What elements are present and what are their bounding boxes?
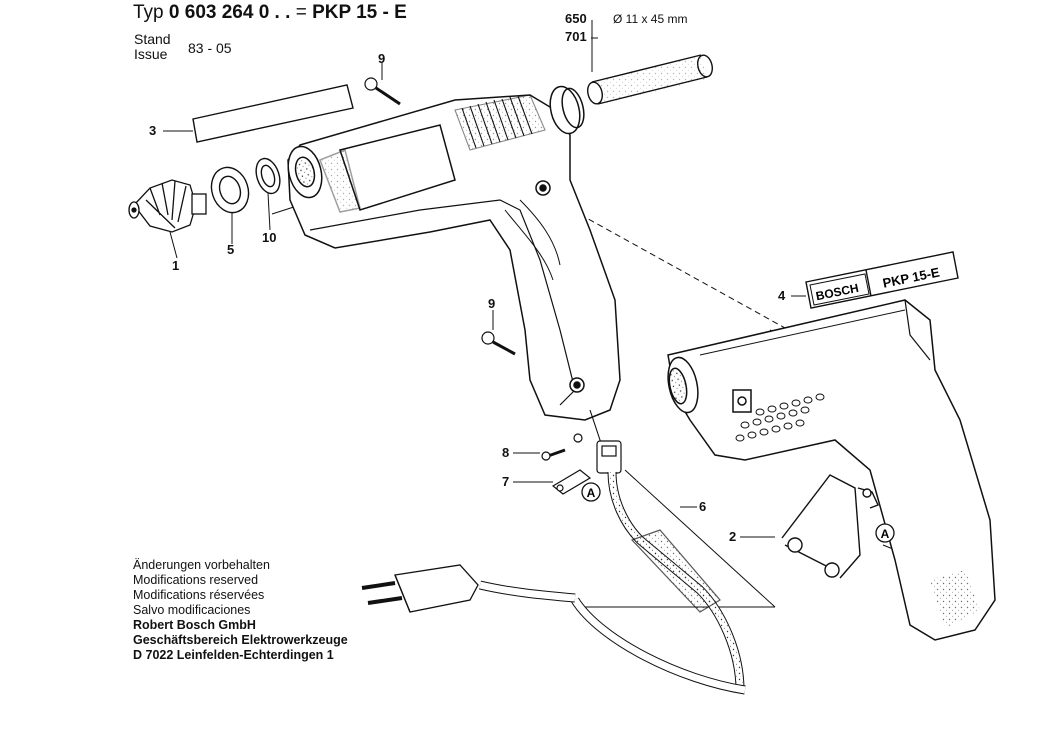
power-cord <box>478 471 746 695</box>
equals-sign: = <box>295 2 307 23</box>
footer-address: D 7022 Leinfelden-Echterdingen 1 <box>133 648 334 662</box>
ribbed-sleeve <box>454 94 546 151</box>
callout-7: 7 <box>502 474 510 489</box>
nozzle <box>128 179 207 233</box>
vent-holes <box>735 393 825 442</box>
callout-4: 4 <box>778 288 786 303</box>
connector-markers <box>581 482 895 543</box>
stick-note: 650 Ø 11 x 45 mm 701 <box>565 10 687 46</box>
footer-block: Änderungen vorbehalten Modifications res… <box>133 558 348 663</box>
footer-note-fr: Modifications réservées <box>133 588 265 602</box>
model-name: PKP 15 - E <box>312 2 407 23</box>
mains-plug <box>361 564 479 613</box>
footer-company: Robert Bosch GmbH <box>133 618 256 632</box>
callout-9-mid: 9 <box>488 296 496 311</box>
type-number: 0 603 264 0 . . <box>168 2 291 23</box>
connector-a2: A <box>881 527 890 541</box>
o-ring <box>255 157 281 195</box>
issue-date: 83 - 05 <box>188 40 232 56</box>
issue-block: Stand Issue <box>134 32 171 62</box>
typ-label: Typ <box>133 2 164 23</box>
doc-title: Typ 0 603 264 0 . . = PKP 15 - E <box>133 2 407 24</box>
terminal-connector <box>541 433 622 474</box>
callout-3: 3 <box>149 123 157 138</box>
footer-division: Geschäftsbereich Elektrowerkzeuge <box>133 633 348 647</box>
housing-screws <box>364 77 516 356</box>
callout-6: 6 <box>699 499 707 514</box>
footer-note-de: Änderungen vorbehalten <box>133 558 270 572</box>
issue-label: Issue <box>134 46 168 62</box>
housing-half <box>287 85 621 466</box>
nameplate-label <box>805 251 959 309</box>
callout-9-top: 9 <box>378 51 386 66</box>
footer-note-en: Modifications reserved <box>133 573 259 587</box>
callout-5: 5 <box>227 242 235 257</box>
outer-shell <box>667 299 996 641</box>
stick-dimension: Ø 11 x 45 mm <box>613 12 688 26</box>
callout-8: 8 <box>502 445 510 460</box>
stick-ref-b: 701 <box>565 29 587 44</box>
callout-10: 10 <box>262 230 277 245</box>
glue-stick <box>587 54 713 105</box>
callout-2: 2 <box>729 529 737 544</box>
wire-link <box>781 474 879 579</box>
connector-a1: A <box>587 486 596 500</box>
stand-label: Stand <box>134 31 171 47</box>
footer-note-es: Salvo modificaciones <box>133 603 251 617</box>
callout-1: 1 <box>172 258 180 273</box>
stick-ref-a: 650 <box>565 11 587 26</box>
cable-clamp <box>551 469 592 495</box>
nut-washer <box>210 166 250 214</box>
label-strip <box>192 84 354 143</box>
